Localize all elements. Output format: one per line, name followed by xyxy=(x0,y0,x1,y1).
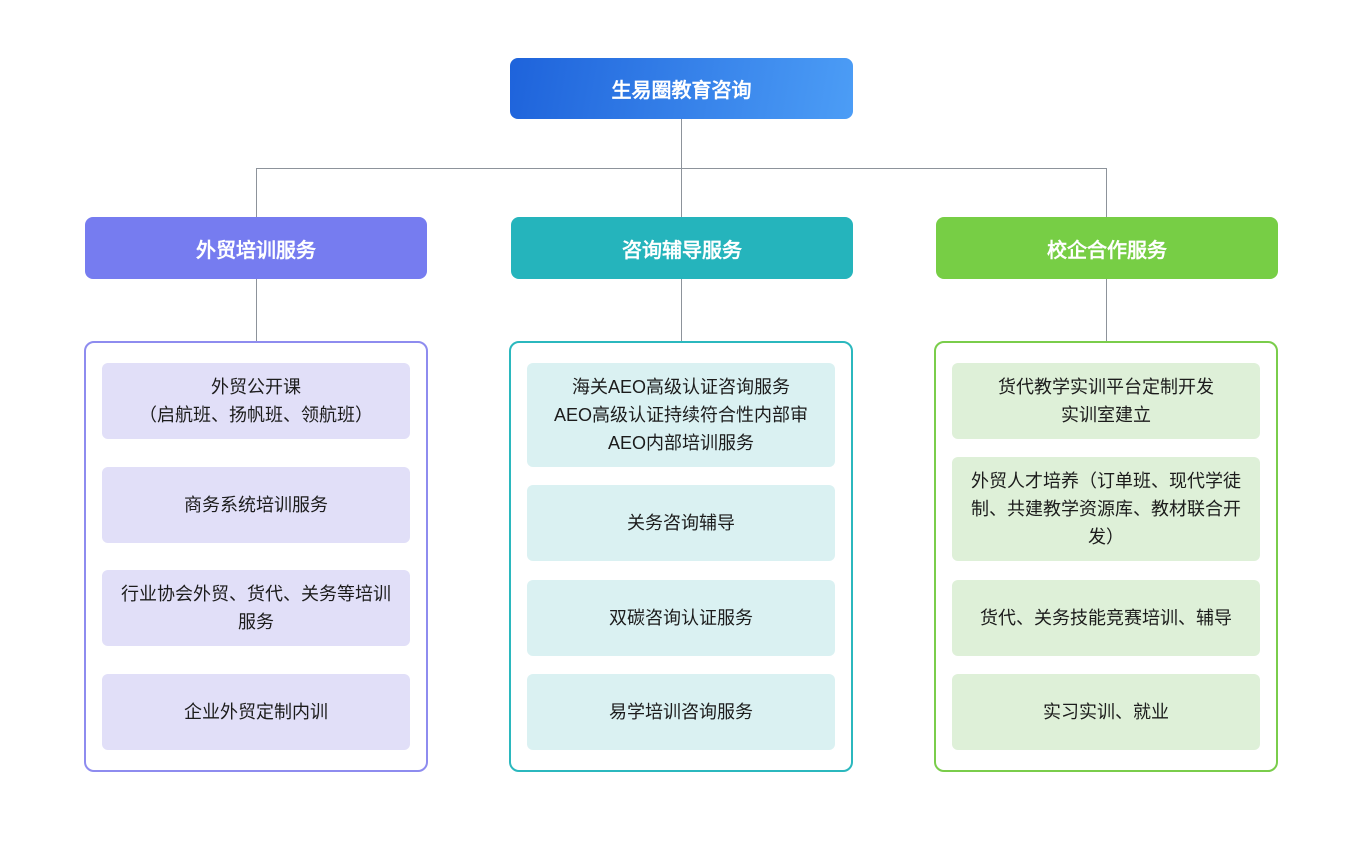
service-item[interactable]: 行业协会外贸、货代、关务等培训服务 xyxy=(102,570,410,647)
service-item-label: 行业协会外贸、货代、关务等培训服务 xyxy=(121,584,391,633)
service-item[interactable]: 实习实训、就业 xyxy=(952,673,1260,750)
service-item[interactable]: 货代教学实训平台定制开发 实训室建立 xyxy=(952,363,1260,439)
service-item[interactable]: 海关AEO高级认证咨询服务 AEO高级认证持续符合性内部审 AEO内部培训服务 xyxy=(527,363,835,467)
connector-branch-1-to-container xyxy=(256,279,257,341)
service-item-label: 海关AEO高级认证咨询服务 AEO高级认证持续符合性内部审 AEO内部培训服务 xyxy=(553,377,808,453)
connector-root-stem xyxy=(681,119,682,168)
service-item[interactable]: 企业外贸定制内训 xyxy=(102,673,410,750)
service-item-label: 双碳咨询认证服务 xyxy=(609,607,753,628)
service-item[interactable]: 货代、关务技能竞赛培训、辅导 xyxy=(952,579,1260,656)
service-item[interactable]: 双碳咨询认证服务 xyxy=(527,579,835,656)
branch-container-school-enterprise: 货代教学实训平台定制开发 实训室建立 外贸人才培养（订单班、现代学徒制、共建教学… xyxy=(934,341,1278,772)
branch-header-trade-training[interactable]: 外贸培训服务 xyxy=(85,217,427,279)
connector-drop-branch-1 xyxy=(256,168,257,217)
service-item-label: 企业外贸定制内训 xyxy=(184,701,328,722)
root-node[interactable]: 生易圈教育咨询 xyxy=(510,58,853,119)
service-item-label: 外贸公开课 （启航班、扬帆班、领航班） xyxy=(139,377,373,425)
connector-branch-3-to-container xyxy=(1106,279,1107,341)
branch-container-consulting: 海关AEO高级认证咨询服务 AEO高级认证持续符合性内部审 AEO内部培训服务 … xyxy=(509,341,853,772)
service-item[interactable]: 商务系统培训服务 xyxy=(102,466,410,543)
service-item-label: 货代、关务技能竞赛培训、辅导 xyxy=(980,607,1232,628)
branch-header-consulting[interactable]: 咨询辅导服务 xyxy=(511,217,853,279)
service-item[interactable]: 易学培训咨询服务 xyxy=(527,673,835,750)
service-item-label: 商务系统培训服务 xyxy=(184,494,328,515)
branch-header-label: 咨询辅导服务 xyxy=(622,239,742,262)
service-item-label: 易学培训咨询服务 xyxy=(609,701,753,722)
connector-drop-branch-2 xyxy=(681,168,682,217)
service-item[interactable]: 外贸公开课 （启航班、扬帆班、领航班） xyxy=(102,363,410,439)
service-item-label: 实习实训、就业 xyxy=(1043,701,1169,722)
root-node-label: 生易圈教育咨询 xyxy=(611,80,752,102)
service-item-label: 外贸人才培养（订单班、现代学徒制、共建教学资源库、教材联合开发） xyxy=(971,471,1241,548)
branch-header-label: 校企合作服务 xyxy=(1047,239,1167,262)
connector-branch-2-to-container xyxy=(681,279,682,341)
branch-header-school-enterprise[interactable]: 校企合作服务 xyxy=(936,217,1278,279)
branch-container-trade-training: 外贸公开课 （启航班、扬帆班、领航班） 商务系统培训服务 行业协会外贸、货代、关… xyxy=(84,341,428,772)
service-item[interactable]: 关务咨询辅导 xyxy=(527,485,835,562)
service-item-label: 关务咨询辅导 xyxy=(627,513,735,534)
service-item-label: 货代教学实训平台定制开发 实训室建立 xyxy=(998,377,1214,425)
service-item[interactable]: 外贸人才培养（订单班、现代学徒制、共建教学资源库、教材联合开发） xyxy=(952,457,1260,562)
connector-drop-branch-3 xyxy=(1106,168,1107,217)
branch-header-label: 外贸培训服务 xyxy=(196,239,316,262)
